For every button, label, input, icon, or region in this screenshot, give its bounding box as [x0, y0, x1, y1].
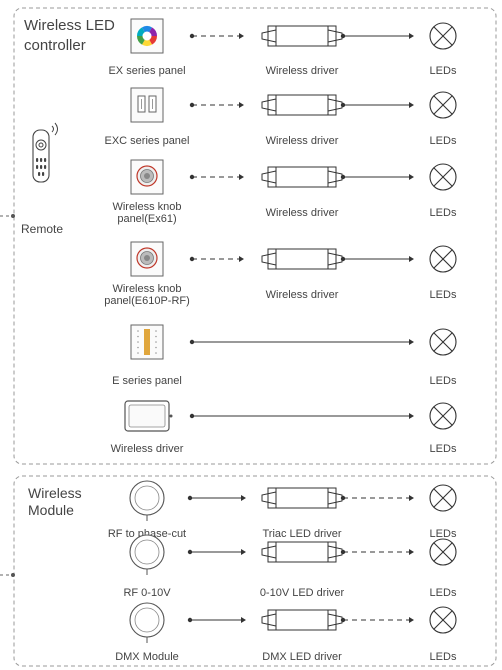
source-label: Wireless knob: [112, 283, 181, 295]
driver-label: Wireless driver: [266, 289, 339, 301]
led-lamp-icon: [429, 328, 457, 356]
color-wheel-panel-icon: [130, 18, 164, 54]
led-lamp-icon: [429, 22, 457, 50]
source-label: Wireless driver: [111, 443, 184, 455]
led-lamp-icon: [429, 402, 457, 430]
driver-label: Wireless driver: [266, 207, 339, 219]
arrow-head: [241, 617, 246, 623]
source-label: DMX Module: [115, 651, 179, 663]
driver-label: Wireless driver: [266, 65, 339, 77]
controller-row: EX series panel Wireless driver LEDs: [108, 18, 457, 77]
remote-control-icon: [32, 122, 58, 183]
round-module-icon: [129, 480, 165, 521]
arrow-head: [241, 549, 246, 555]
led-label: LEDs: [430, 135, 457, 147]
arrow-head: [409, 413, 414, 419]
led-lamp-icon: [429, 91, 457, 119]
knob-panel-icon: [130, 159, 164, 195]
switch-panel-icon: [130, 87, 164, 123]
group-border: [13, 7, 497, 465]
led-label: LEDs: [430, 65, 457, 77]
led-lamp-icon: [429, 538, 457, 566]
led-label: LEDs: [430, 587, 457, 599]
arrow-head: [241, 495, 246, 501]
arrow-head: [239, 174, 244, 180]
arrow-head: [239, 33, 244, 39]
controller-row: E series panel LEDs: [112, 324, 457, 387]
driver-label: Wireless driver: [266, 135, 339, 147]
remote-label: Remote: [21, 222, 63, 236]
led-driver-icon: [261, 541, 343, 563]
driver-label: 0-10V LED driver: [260, 587, 345, 599]
round-module-icon: [129, 534, 165, 575]
driver-label: DMX LED driver: [262, 651, 342, 663]
led-driver-icon: [261, 609, 343, 631]
module-row: RF to phase-cut Triac LED driver LEDs: [108, 480, 457, 540]
knob-panel-icon: [130, 241, 164, 277]
controller-row: Wireless driver LEDs: [111, 400, 457, 455]
source-label: EXC series panel: [105, 135, 190, 147]
source-label: Wireless knob: [112, 201, 181, 213]
arrow-head: [409, 102, 414, 108]
arrow-head: [409, 549, 414, 555]
connector-dot: [11, 573, 15, 577]
arrow-head: [409, 256, 414, 262]
module-row: RF 0-10V 0-10V LED driver LEDs: [123, 534, 457, 599]
source-label: panel(E610P-RF): [104, 295, 190, 307]
driver-label: Triac LED driver: [262, 528, 341, 540]
led-driver-icon: [261, 248, 343, 270]
arrow-head: [409, 617, 414, 623]
led-label: LEDs: [430, 375, 457, 387]
arrow-head: [409, 495, 414, 501]
source-label: RF 0-10V: [123, 587, 171, 599]
module-row: DMX Module DMX LED driver LEDs: [115, 602, 457, 663]
led-label: LEDs: [430, 289, 457, 301]
arrow-head: [409, 339, 414, 345]
led-lamp-icon: [429, 484, 457, 512]
led-lamp-icon: [429, 163, 457, 191]
source-label: EX series panel: [108, 65, 185, 77]
led-driver-icon: [261, 166, 343, 188]
source-label: RF to phase-cut: [108, 528, 186, 540]
group-border: [13, 475, 497, 667]
led-label: LEDs: [430, 443, 457, 455]
group-title: Wireless: [28, 485, 82, 501]
led-driver-icon: [261, 487, 343, 509]
source-label: E series panel: [112, 375, 182, 387]
led-lamp-icon: [429, 606, 457, 634]
arrow-head: [409, 33, 414, 39]
led-driver-icon: [261, 94, 343, 116]
round-module-icon: [129, 602, 165, 643]
source-label: panel(Ex61): [117, 213, 176, 225]
led-driver-icon: [261, 25, 343, 47]
group-title: Module: [28, 502, 74, 518]
arrow-head: [239, 102, 244, 108]
connector-dot: [11, 214, 15, 218]
group-title: Wireless LED: [24, 17, 115, 34]
controller-row: EXC series panel Wireless driver LEDs: [105, 87, 457, 147]
wireless-driver-icon: [124, 400, 173, 432]
led-label: LEDs: [430, 528, 457, 540]
led-lamp-icon: [429, 245, 457, 273]
led-label: LEDs: [430, 207, 457, 219]
group-title: controller: [24, 37, 86, 54]
arrow-head: [239, 256, 244, 262]
led-label: LEDs: [430, 651, 457, 663]
dimmer-slider-panel-icon: [130, 324, 164, 360]
arrow-head: [409, 174, 414, 180]
